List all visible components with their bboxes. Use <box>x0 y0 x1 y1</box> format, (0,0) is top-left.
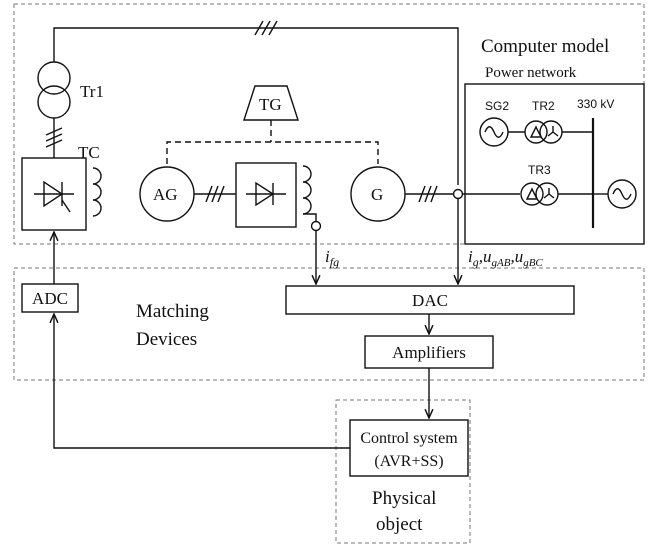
tg-shaft-dashed <box>166 141 379 164</box>
matching-devices-frame <box>13 267 645 381</box>
power-network-frame <box>464 83 645 245</box>
ag-triple-slash <box>205 185 225 203</box>
grid-sine-icon <box>612 188 632 200</box>
control-system-label-2: (AVR+SS) <box>374 453 443 470</box>
tr2-label: TR2 <box>532 99 555 113</box>
tr2-delta-icon <box>529 125 543 138</box>
physical-object-frame <box>335 399 471 544</box>
physical-object-label-1: Physical <box>372 488 436 509</box>
field-current-sensor <box>310 220 322 232</box>
ag-label: AG <box>153 185 178 204</box>
sg2-sine-icon <box>484 126 504 138</box>
matching-devices-label-1: Matching <box>136 301 209 322</box>
ig-signals-label: ig,ugAB,ugBC <box>468 247 543 269</box>
grid-source-icon <box>607 179 637 209</box>
tr3-star-icon <box>543 188 555 199</box>
tr1-triple-slash <box>45 127 63 148</box>
diode-icon <box>246 181 286 207</box>
g-triple-slash <box>418 185 438 203</box>
field-tap-line <box>303 213 317 222</box>
voltage-label: 330 kV <box>577 97 614 111</box>
tr2-winding-star <box>539 120 563 144</box>
g-measurement-node <box>452 188 464 200</box>
ifg-signal-label: ifg <box>325 247 339 269</box>
top-bus-line <box>53 27 459 185</box>
control-system-label-1: Control system <box>360 430 458 447</box>
control-to-adc-feedback-arrow <box>54 314 350 449</box>
rectifier-block <box>235 162 297 228</box>
tr1-winding-bottom <box>37 85 71 119</box>
thyristor-icon <box>34 180 74 213</box>
power-network-title: Power network <box>485 65 577 81</box>
amplifiers-block <box>364 335 494 369</box>
tg-turbine-icon <box>243 85 299 121</box>
computer-model-label: Computer model <box>481 36 609 57</box>
g-label: G <box>371 185 383 204</box>
physical-object-label-2: object <box>376 514 423 535</box>
tc-excitation-coil-icon <box>92 167 102 217</box>
tr3-label: TR3 <box>528 163 551 177</box>
tr3-delta-icon <box>525 187 539 200</box>
dac-block <box>285 285 575 315</box>
amplifiers-label: Amplifiers <box>392 343 466 362</box>
matching-devices-label-2: Devices <box>136 329 197 350</box>
adc-label: ADC <box>32 289 68 308</box>
control-system-block <box>349 419 469 477</box>
adc-block <box>21 283 79 313</box>
dac-label: DAC <box>412 291 448 310</box>
tr2-winding-delta <box>524 120 548 144</box>
tr3-winding-star <box>535 182 559 206</box>
tg-label: TG <box>259 95 282 114</box>
tr1-label: Tr1 <box>80 82 104 101</box>
tr3-winding-delta <box>520 182 544 206</box>
tr1-winding-top <box>37 61 71 95</box>
top-bus-triple-slash <box>254 20 278 36</box>
sg2-label: SG2 <box>485 99 509 113</box>
tc-label: TC <box>78 143 100 162</box>
field-winding-coil-icon <box>302 165 312 215</box>
tr2-star-icon <box>547 126 559 137</box>
